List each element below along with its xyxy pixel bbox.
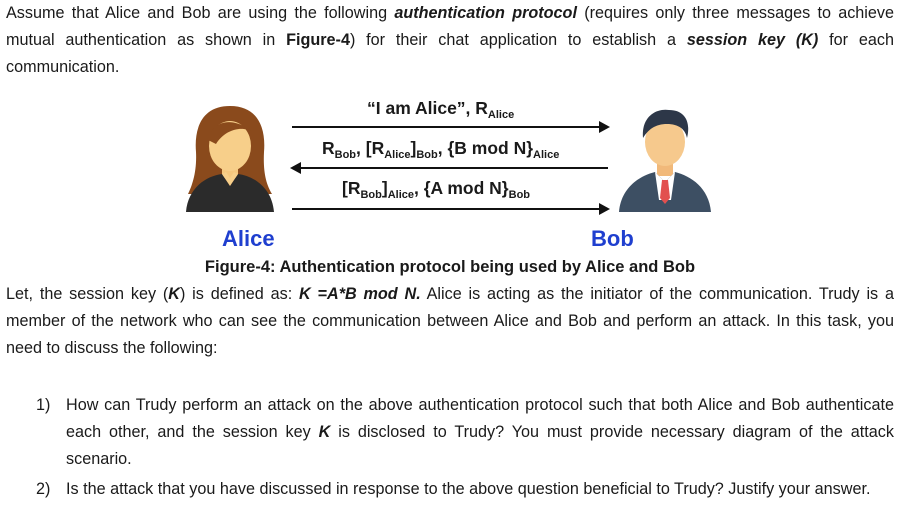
question-2: 2) Is the attack that you have discussed … (0, 476, 900, 503)
intro-paragraph: Assume that Alice and Bob are using the … (6, 0, 894, 81)
message-2-label: RBob, [RAlice]Bob, {B mod N}Alice (322, 138, 560, 161)
bob-avatar-icon (619, 109, 711, 212)
bob-label: Bob (591, 226, 634, 251)
intro-text: Assume that Alice and Bob are using the … (6, 4, 395, 22)
message-3-label: [RBob]Alice, {A mod N}Bob (342, 178, 531, 201)
protocol-diagram: “I am Alice”, RAlice RBob, [RAlice]Bob, … (0, 90, 900, 280)
message-3-arrow (292, 203, 610, 215)
session-paragraph: Let, the session key (K) is defined as: … (6, 285, 894, 357)
question-1: 1)How can Trudy perform an attack on the… (0, 392, 900, 473)
session-key-term: session key (K) (686, 31, 819, 49)
key-symbol: K (318, 423, 331, 441)
session-key-formula: K =A*B mod N. (299, 285, 421, 303)
intro-text: for each communication. (6, 31, 894, 76)
question-list: 1)How can Trudy perform an attack on the… (0, 392, 900, 503)
protocol-term: authentication protocol (394, 4, 577, 22)
question-text: Is the attack that you have discussed in… (66, 480, 871, 498)
question-number: 2) (36, 480, 51, 498)
intro-text: ) for their chat application to establis… (349, 31, 687, 49)
message-2-arrow (290, 162, 608, 174)
question-number: 1) (36, 396, 51, 414)
alice-avatar-icon (186, 106, 274, 212)
key-symbol: K (168, 285, 180, 303)
figure-reference: Figure-4 (286, 31, 350, 49)
message-1-label: “I am Alice”, RAlice (367, 98, 515, 121)
message-1-arrow (292, 121, 610, 133)
alice-label: Alice (222, 226, 275, 251)
figure-caption: Figure-4: Authentication protocol being … (204, 258, 696, 276)
intro-text: (requires only three messages to achieve… (6, 4, 894, 49)
